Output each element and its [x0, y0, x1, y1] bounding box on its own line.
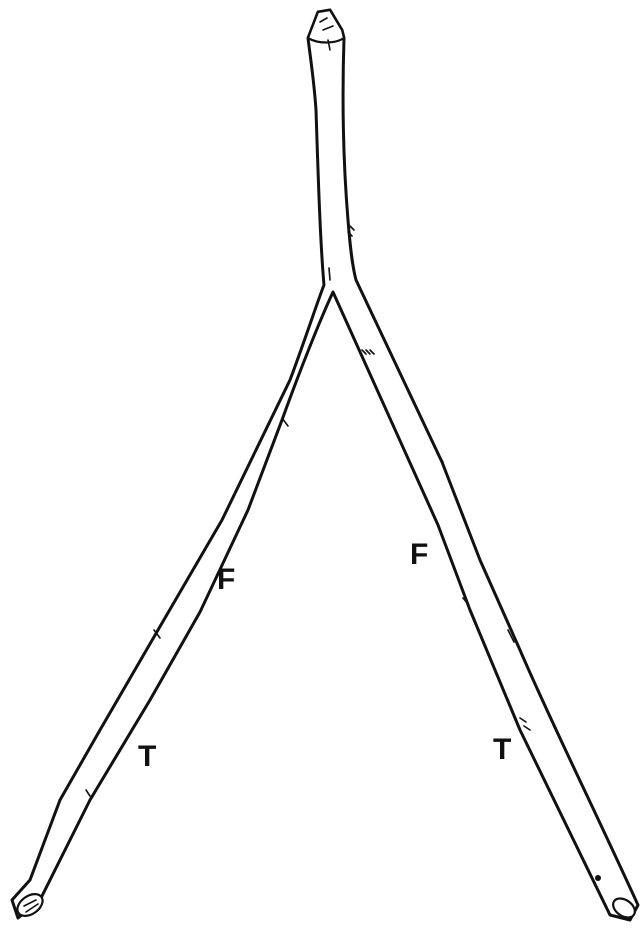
- label-t-left-arm: T: [138, 742, 156, 772]
- handle-cut-end: [308, 10, 344, 43]
- forked-stick-outline: [12, 10, 638, 920]
- label-t-right-arm: T: [493, 735, 511, 765]
- label-f-right-arm: F: [410, 540, 428, 570]
- bark-knot-left-arm-1: [282, 418, 288, 426]
- right-arm-tip-mark: [595, 875, 601, 881]
- label-f-left-arm: F: [217, 565, 235, 595]
- fork-junction-mark: [329, 268, 330, 280]
